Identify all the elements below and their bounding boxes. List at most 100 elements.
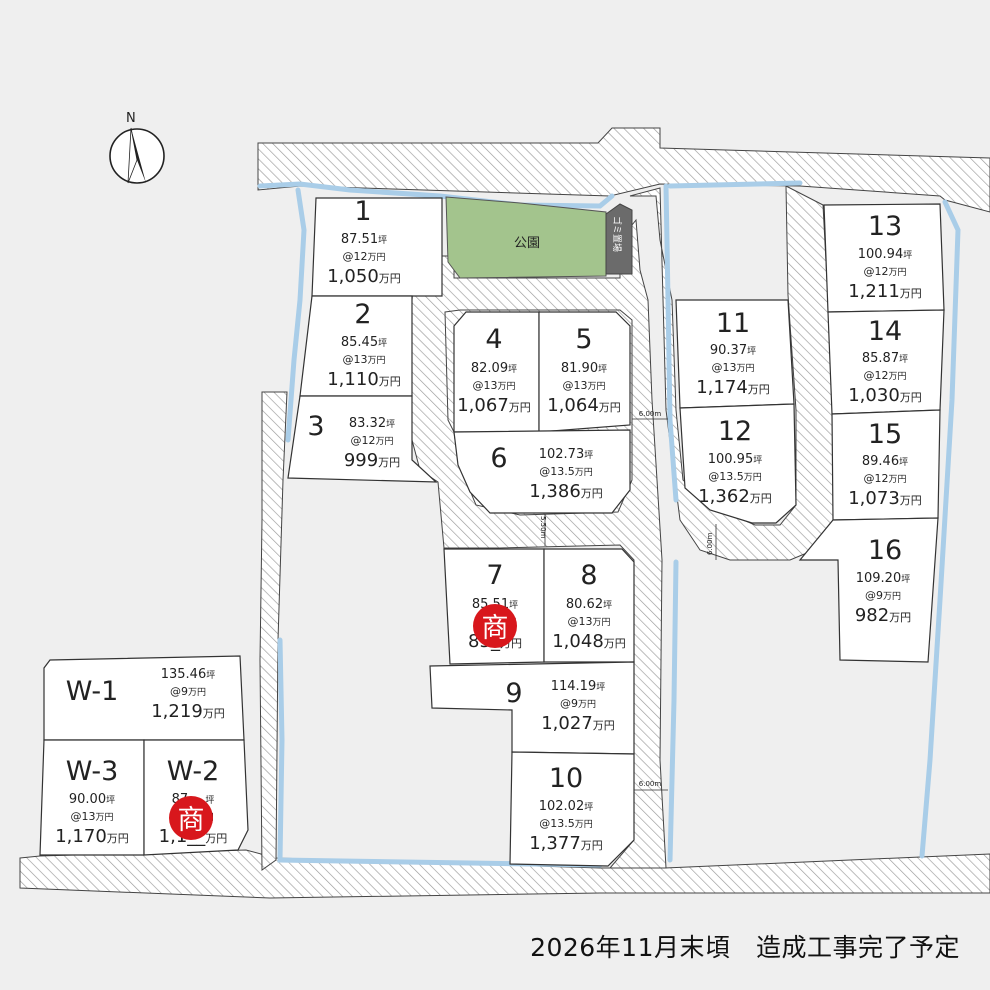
lot-number: 16 bbox=[868, 535, 902, 566]
lot-number: 15 bbox=[868, 419, 902, 450]
commercial-badge-lot-7: 商 bbox=[473, 604, 517, 648]
garbage-area bbox=[605, 203, 633, 275]
lot-label-l1: 1 87.51坪 @12万円 1,050万円 bbox=[327, 196, 401, 287]
commercial-badge-label: 商 bbox=[482, 613, 509, 644]
lot-number: 11 bbox=[716, 308, 750, 339]
road-width-a: 6.00m bbox=[639, 410, 662, 418]
lot-number: 2 bbox=[354, 299, 371, 330]
lot-3-boundary bbox=[287, 395, 438, 483]
lot-price: 1,050万円 bbox=[327, 266, 401, 287]
lot-number: 14 bbox=[868, 316, 902, 347]
lot-unit-price: @13万円 bbox=[472, 379, 515, 392]
lot-area: 85.45坪 bbox=[341, 335, 387, 350]
lot-10-boundary bbox=[509, 751, 635, 867]
road-width-b: 5.50m bbox=[539, 516, 547, 539]
lots bbox=[39, 197, 945, 867]
lot-9-boundary bbox=[429, 661, 635, 755]
lot-unit-price: @13.5万円 bbox=[539, 465, 593, 478]
lot-unit-price: @13.5万円 bbox=[708, 470, 762, 483]
lot-unit-price: @12万円 bbox=[350, 434, 393, 447]
lot-12-boundary bbox=[679, 403, 797, 524]
lot-area: 87.51坪 bbox=[341, 232, 387, 247]
compass-label: N bbox=[126, 111, 136, 126]
lot-area: 114.19坪 bbox=[551, 679, 606, 694]
completion-schedule: 2026年11月末頃 造成工事完了予定 bbox=[530, 933, 960, 962]
lot-number: 3 bbox=[307, 411, 324, 442]
lot-label-l16: 16 109.20坪 @9万円 982万円 bbox=[855, 535, 911, 626]
lot-area: 89.46坪 bbox=[862, 454, 908, 469]
road-south bbox=[19, 849, 990, 899]
lot-5-boundary bbox=[538, 311, 631, 433]
waterway-top-right bbox=[667, 180, 803, 189]
lot-area: 135.46坪 bbox=[161, 667, 216, 682]
lot-unit-price: @13万円 bbox=[562, 379, 605, 392]
park-label: 公園 bbox=[514, 236, 540, 251]
lot-unit-price: @13.5万円 bbox=[539, 817, 593, 830]
lot-number: 6 bbox=[490, 443, 507, 474]
waterway-west-lower bbox=[277, 637, 603, 868]
lot-price: 1,067万円 bbox=[457, 395, 531, 416]
waterway-north bbox=[257, 181, 615, 209]
lot-label-l3: 3 83.32坪 @12万円 999万円 bbox=[307, 411, 400, 471]
lot-area: 90.37坪 bbox=[710, 343, 756, 358]
lot-number: 12 bbox=[718, 416, 752, 447]
lot-area: 85.87坪 bbox=[862, 351, 908, 366]
lot-unit-price: @12万円 bbox=[342, 250, 385, 263]
lot-price: 1,170万円 bbox=[55, 826, 129, 847]
lot-number: W-3 bbox=[66, 756, 119, 787]
north-arrow-icon: N bbox=[109, 111, 165, 184]
waterways bbox=[257, 180, 961, 868]
lot-label-l14: 14 85.87坪 @12万円 1,030万円 bbox=[848, 316, 922, 406]
lot-number: 8 bbox=[580, 560, 597, 591]
lot-unit-price: @13万円 bbox=[711, 361, 754, 374]
lot-unit-price: @13万円 bbox=[342, 353, 385, 366]
lot-price: 1,362万円 bbox=[698, 486, 772, 507]
garbage-label: ゴミ置場 bbox=[611, 216, 623, 252]
lot-unit-price: @9万円 bbox=[560, 697, 596, 710]
lot-area: 109.20坪 bbox=[856, 571, 911, 586]
lot-unit-price: @9万円 bbox=[865, 589, 901, 602]
lot-area: 100.94坪 bbox=[858, 247, 913, 262]
lot-price: 982万円 bbox=[855, 605, 911, 626]
lot-number: 13 bbox=[868, 211, 902, 242]
lot-price: 1,377万円 bbox=[529, 833, 603, 854]
lot-unit-price: @13万円 bbox=[567, 615, 610, 628]
waterway-mid-lower bbox=[667, 559, 679, 863]
lot-number: 9 bbox=[505, 678, 522, 709]
lot-price: 1,211万円 bbox=[848, 281, 922, 302]
lot-number: W-2 bbox=[167, 756, 220, 787]
lot-number: 4 bbox=[485, 324, 502, 355]
lot-price: 999万円 bbox=[344, 450, 400, 471]
lot-unit-price: @12万円 bbox=[863, 369, 906, 382]
lot-area: 82.09坪 bbox=[471, 361, 517, 376]
waterway-mid bbox=[663, 183, 679, 503]
lot-number: 1 bbox=[354, 196, 371, 227]
lot-area: 83.32坪 bbox=[349, 416, 395, 431]
lot-6-boundary bbox=[453, 429, 631, 514]
lot-unit-price: @9万円 bbox=[170, 685, 206, 698]
lot-area: 102.02坪 bbox=[539, 799, 594, 814]
lot-area: 102.73坪 bbox=[539, 447, 594, 462]
park bbox=[445, 196, 607, 279]
lot-price: 1,219万円 bbox=[151, 701, 225, 722]
road-width-d: 6.00m bbox=[639, 780, 662, 788]
commercial-badge-label: 商 bbox=[178, 805, 205, 836]
lot-unit-price: @12万円 bbox=[863, 472, 906, 485]
lot-price: 1,064万円 bbox=[547, 395, 621, 416]
road-width-c: 6.00m bbox=[706, 532, 714, 555]
lot-8-boundary bbox=[543, 548, 635, 663]
lot-price: 1,030万円 bbox=[848, 385, 922, 406]
